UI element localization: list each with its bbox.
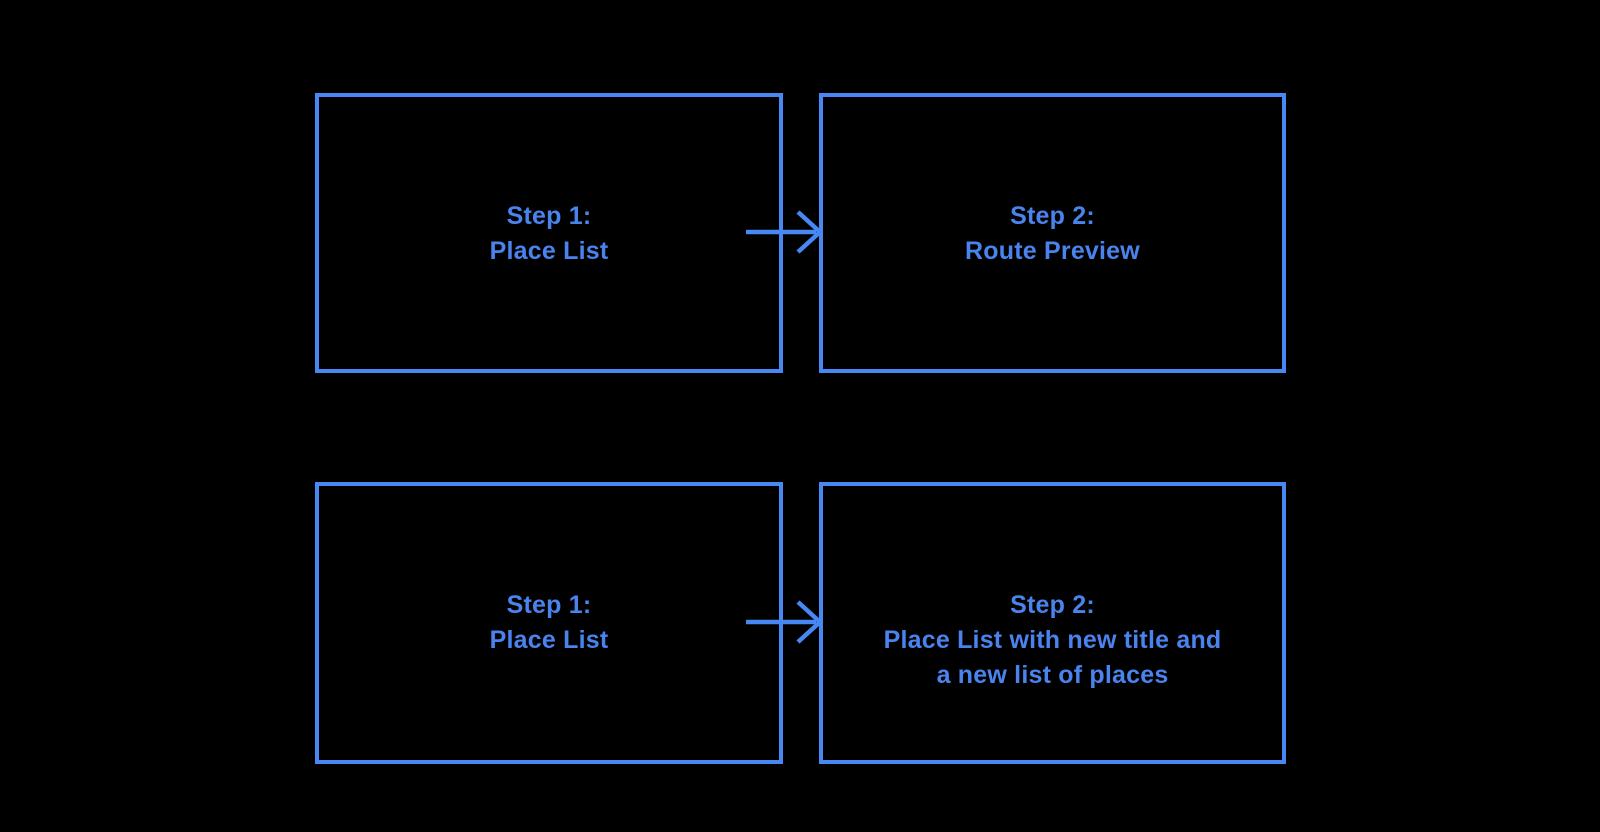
box-label-line: Place List	[489, 237, 609, 265]
box-label-line: Step 2:	[1010, 202, 1095, 230]
row1-step2-label: Step 2: Route Preview	[823, 199, 1282, 269]
right-arrow-icon	[746, 210, 824, 254]
row1-step2-box: Step 2: Route Preview	[819, 93, 1286, 373]
box-label-line: Place List with new title and	[883, 626, 1222, 654]
box-label-line: Step 2:	[1010, 591, 1095, 619]
right-arrow-icon	[746, 600, 824, 644]
row2-step1-box: Step 1: Place List	[315, 482, 783, 764]
box-label-line: Step 1:	[506, 202, 592, 230]
row2-step2-label: Step 2: Place List with new title and a …	[823, 588, 1282, 693]
row2-step2-box: Step 2: Place List with new title and a …	[819, 482, 1286, 764]
row1-step1-box: Step 1: Place List	[315, 93, 783, 373]
box-label-line: a new list of places	[936, 661, 1169, 689]
row1-step1-label: Step 1: Place List	[319, 199, 779, 269]
box-label-line: Step 1:	[506, 591, 592, 619]
row2-step1-label: Step 1: Place List	[319, 588, 779, 658]
box-label-line: Route Preview	[965, 237, 1140, 265]
box-label-line: Place List	[489, 626, 609, 654]
